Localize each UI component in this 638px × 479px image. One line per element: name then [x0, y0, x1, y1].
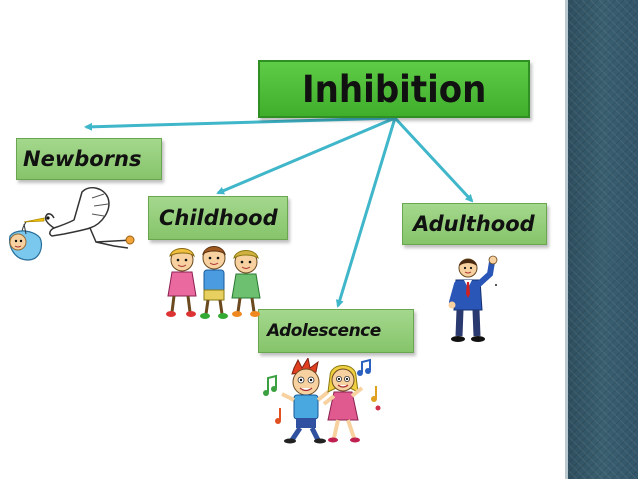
adulthood-box: Adulthood	[402, 203, 547, 245]
businessman-waving-icon	[448, 255, 498, 342]
teenagers-dancing-icon	[263, 358, 381, 444]
adolescence-label: Adolescence	[267, 321, 381, 341]
sidebar-edge	[565, 0, 568, 479]
arrow-to-adulthood	[393, 116, 474, 203]
stork-baby-icon	[9, 187, 135, 261]
arrow-to-newborns	[84, 116, 396, 131]
childhood-label: Childhood	[159, 206, 278, 230]
adulthood-label: Adulthood	[413, 212, 535, 236]
newborns-box: Newborns	[16, 138, 162, 180]
childhood-box: Childhood	[148, 196, 288, 240]
title-text: Inhibition	[301, 67, 487, 111]
arrow-to-childhood	[216, 116, 396, 195]
children-group-icon	[166, 246, 261, 319]
adolescence-box: Adolescence	[258, 309, 414, 353]
newborns-label: Newborns	[23, 147, 142, 171]
title-box: Inhibition	[258, 60, 530, 118]
arrow-to-adolescence	[335, 117, 397, 308]
decorative-sidebar	[568, 0, 638, 479]
